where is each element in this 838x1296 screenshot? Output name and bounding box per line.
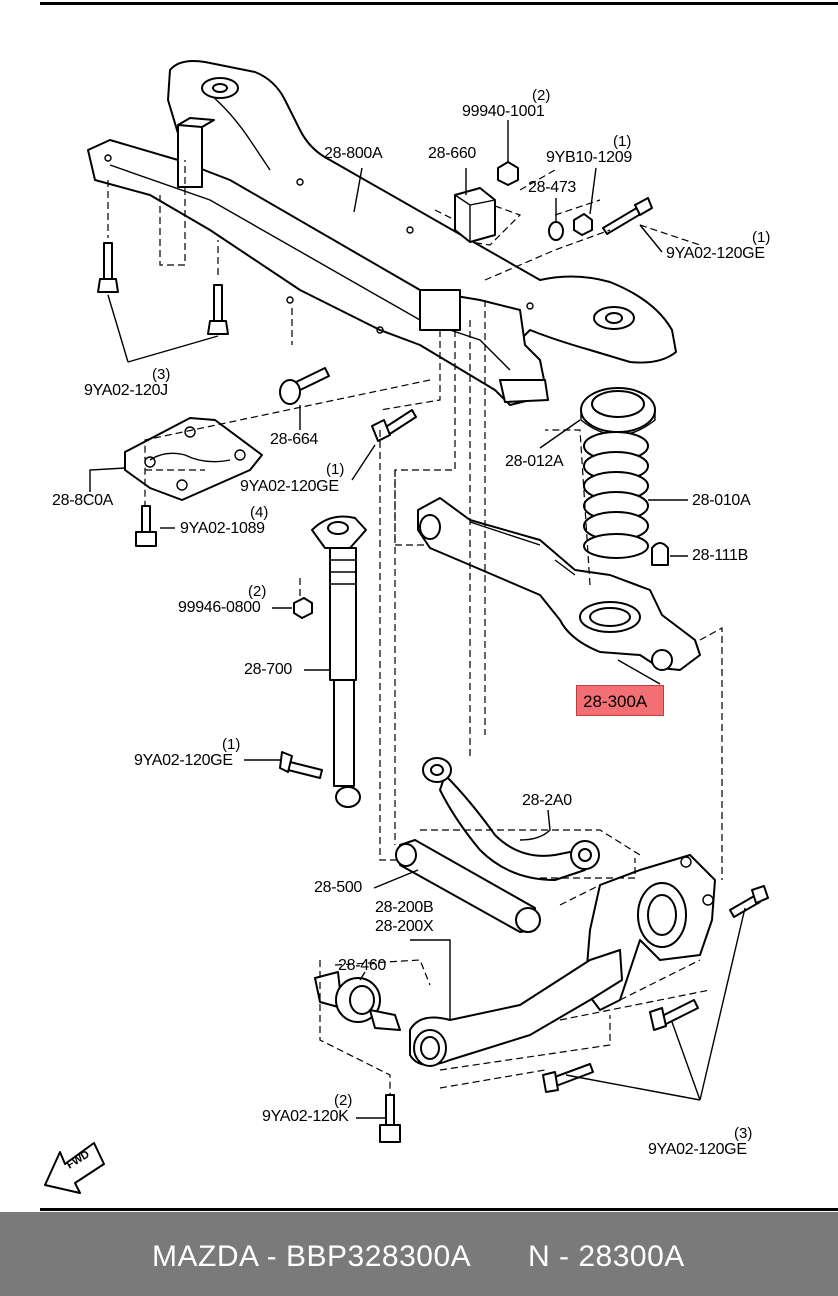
bump-stop-part[interactable]: [651, 542, 669, 566]
qty-99940-1001: (2): [532, 87, 551, 104]
label-28-200b[interactable]: 28-200B: [375, 899, 434, 916]
nut-9yb10-1209-part[interactable]: [573, 213, 593, 236]
washer-28-473-part[interactable]: [548, 221, 564, 241]
forward-arrow-icon: [44, 1142, 105, 1194]
label-9ya02-120k[interactable]: 9YA02-120K: [262, 1108, 349, 1125]
bolt-28-664-part[interactable]: [279, 367, 330, 405]
label-9ya02-120ge-bottom[interactable]: 9YA02-120GE: [648, 1141, 747, 1158]
qty-9yb10-1209: (1): [613, 133, 632, 150]
coil-spring-part[interactable]: [583, 431, 649, 559]
top-border: [40, 2, 838, 5]
qty-9ya02-120ge-top: (1): [752, 229, 771, 246]
bolt-9ya02-120ge-top-part[interactable]: [602, 197, 653, 235]
diagram-drawing: [44, 60, 769, 1194]
label-28-2a0[interactable]: 28-2A0: [522, 792, 572, 809]
upper-arm-part[interactable]: [422, 757, 600, 881]
bushing-28-660-part[interactable]: [454, 187, 496, 243]
label-9yb10-1209[interactable]: 9YB10-1209: [546, 149, 632, 166]
crossmember-part[interactable]: [87, 60, 677, 406]
label-28-460[interactable]: 28-460: [338, 957, 387, 974]
qty-9ya02-120j: (3): [152, 366, 171, 383]
label-28-800a[interactable]: 28-800A: [324, 145, 383, 162]
leader-lines: [89, 120, 746, 1119]
shock-absorber-part[interactable]: [311, 515, 367, 808]
label-9ya02-120j[interactable]: 9YA02-120J: [84, 382, 168, 399]
label-9ya02-1089[interactable]: 9YA02-1089: [180, 520, 265, 537]
spring-seat-part[interactable]: [580, 387, 656, 436]
qty-9ya02-120k: (2): [334, 1092, 353, 1109]
qty-9ya02-120ge-left: (1): [222, 736, 241, 753]
label-28-300a[interactable]: 28-300A: [583, 692, 648, 711]
assembly-guide-lines: [107, 160, 723, 1095]
exploded-parts-diagram: 28-800A (2) 99940-1001 28-660 (1) 9YB10-…: [44, 60, 771, 1194]
bracket-28-8c0a-part[interactable]: [124, 417, 263, 501]
label-99946-0800[interactable]: 99946-0800: [178, 599, 261, 616]
bolts-9ya02-120ge-bottom-part[interactable]: [542, 885, 769, 1093]
nut-99946-0800-part[interactable]: [293, 597, 313, 619]
bolt-9ya02-120ge-mid-part[interactable]: [371, 409, 417, 442]
part-number-footer: MAZDA - BBP328300A N - 28300A: [0, 1212, 838, 1296]
label-9ya02-120ge-top[interactable]: 9YA02-120GE: [666, 245, 765, 262]
trailing-link-part[interactable]: [409, 949, 623, 1067]
label-28-660[interactable]: 28-660: [428, 145, 477, 162]
qty-9ya02-120ge-mid: (1): [326, 461, 345, 478]
lower-arm-part[interactable]: [417, 497, 701, 671]
oem-part-number: N - 28300A: [528, 1240, 685, 1273]
bottom-border: [40, 1208, 838, 1211]
bolt-9ya02-1089-part[interactable]: [135, 505, 157, 547]
label-28-200x[interactable]: 28-200X: [375, 918, 434, 935]
label-9ya02-120ge-left[interactable]: 9YA02-120GE: [134, 752, 233, 769]
label-28-8c0a[interactable]: 28-8C0A: [52, 492, 114, 509]
nut-99940-1001-part[interactable]: [497, 161, 519, 186]
label-28-111b[interactable]: 28-111B: [692, 547, 749, 564]
brand-part-number: MAZDA - BBP328300A: [152, 1240, 472, 1273]
highlighted-part-28-300a[interactable]: 28-300A: [576, 685, 664, 716]
bushing-28-460-part[interactable]: [314, 971, 401, 1031]
qty-9ya02-1089: (4): [250, 504, 269, 521]
label-28-012a[interactable]: 28-012A: [505, 453, 564, 470]
qty-99946-0800: (2): [248, 583, 267, 600]
qty-9ya02-120ge-bottom: (3): [734, 1125, 753, 1142]
label-9ya02-120ge-mid[interactable]: 9YA02-120GE: [240, 478, 339, 495]
bolt-9ya02-120ge-left-part[interactable]: [279, 751, 323, 779]
label-28-010a[interactable]: 28-010A: [692, 492, 751, 509]
label-28-700[interactable]: 28-700: [244, 661, 293, 678]
label-28-664[interactable]: 28-664: [270, 431, 319, 448]
bolt-9ya02-120j-part[interactable]: [97, 242, 229, 335]
label-28-473[interactable]: 28-473: [528, 179, 577, 196]
label-99940-1001[interactable]: 99940-1001: [462, 103, 545, 120]
label-28-500[interactable]: 28-500: [314, 879, 363, 896]
lateral-link-part[interactable]: [395, 839, 541, 933]
